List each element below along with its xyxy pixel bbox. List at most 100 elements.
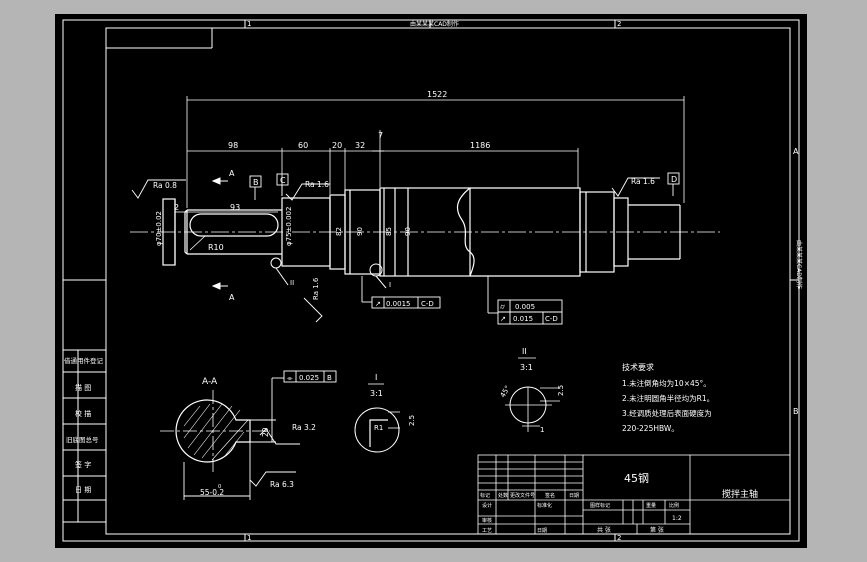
r10-leader	[189, 235, 206, 251]
material: 45钢	[624, 472, 649, 485]
detail-ii-dim-1: 1	[540, 426, 544, 434]
dim-top: 98	[228, 141, 238, 150]
dim-2: 2	[174, 203, 179, 212]
keyway	[189, 213, 279, 237]
detail-ii-view: II 3:1 45° 2.5 1	[499, 347, 565, 434]
left-column-table	[63, 279, 106, 523]
left-row-label: 描 图	[75, 383, 91, 392]
tol3-value: 0.015	[513, 315, 533, 323]
zone-number-1: 1	[247, 20, 251, 28]
detail-i-bottom: 3:1	[370, 389, 383, 398]
tech-requirements: 技术要求 1.未注倒角均为10×45°。 2.未注明圆角半径均为R1。 3.经调…	[622, 362, 714, 433]
stage-label: 图样标记	[590, 502, 610, 509]
dim-top: 1186	[470, 141, 490, 150]
section-arrows	[211, 177, 228, 290]
dim-93: 93	[230, 203, 240, 212]
zone-number-1-bottom: 1	[247, 534, 251, 542]
tech-item: 3.经调质处理后表面硬度为	[622, 408, 712, 418]
section-a-bottom: A	[229, 293, 235, 302]
left-row-label: 签 字	[75, 460, 91, 469]
datum-b: B	[253, 178, 259, 187]
tol2-value: 0.005	[515, 303, 535, 311]
datum-boxes	[249, 172, 680, 200]
dim-top: 32	[355, 141, 365, 150]
tol1-value: 0.0015	[386, 300, 411, 308]
col-label: 标记	[480, 492, 490, 499]
sym-value: 0.025	[299, 374, 319, 382]
col-label: 更改文件号	[510, 492, 535, 499]
row-label: 日期	[537, 528, 547, 534]
detail-i-profile	[369, 419, 388, 447]
dim-total: 1522	[427, 90, 447, 99]
rough-right: Ra 1.6	[631, 177, 655, 186]
left-row-label: 日 期	[75, 486, 91, 494]
rough-mid: Ra 1.6	[305, 180, 329, 189]
side-note: 由某某某CAD制作	[795, 240, 803, 289]
tech-item: 1.未注倒角均为10×45°。	[622, 378, 711, 388]
row-label: 工艺	[482, 528, 492, 534]
detail-i-r1: R1	[374, 424, 383, 432]
tol3-ref: C-D	[545, 315, 558, 323]
row-label: 审核	[482, 517, 492, 524]
zone-letter-b: B	[793, 407, 799, 416]
rough-a: Ra 3.2	[292, 423, 316, 432]
datum-d: D	[671, 175, 677, 184]
detail-i-circle	[354, 407, 400, 453]
section-outline	[175, 399, 251, 463]
detail-i-view: I 3:1 R1 2.5	[354, 373, 416, 453]
leader	[375, 275, 387, 289]
detail-i-top: I	[375, 373, 377, 382]
section-hatch	[183, 403, 249, 461]
dia-90a: 90	[356, 227, 364, 236]
sym-symbol: ⌯	[287, 374, 293, 382]
dim-55: 55-0.2	[200, 488, 224, 497]
section-a-top: A	[229, 169, 235, 178]
rough-left: Ra 0.8	[153, 181, 177, 190]
col-label: 日期	[569, 493, 579, 499]
sheet-label: 第 张	[650, 526, 664, 534]
detail-ii-label: II	[290, 279, 294, 287]
dim-top: 7	[378, 131, 383, 140]
dia-85: 85	[385, 227, 393, 236]
detail-ii-bottom: 3:1	[520, 363, 533, 372]
tol1-ref: C-D	[421, 300, 434, 308]
tolerance-frames	[361, 276, 563, 325]
r10-label: R10	[208, 243, 224, 252]
dim-top: 20	[332, 141, 342, 150]
dia-left: φ70±0.02	[155, 211, 163, 246]
detail-i-dim-text: 2.5	[408, 415, 416, 426]
tol-symbol: ↗	[500, 315, 506, 323]
row-label: 标准化	[537, 502, 552, 509]
dim-55-upper: 0	[218, 484, 221, 490]
sheet-label: 共 张	[597, 526, 611, 534]
part-name: 搅拌主轴	[722, 488, 758, 500]
roughness-symbols	[131, 177, 660, 323]
dim-top: 60	[298, 141, 308, 150]
section-title: A-A	[202, 377, 218, 387]
stage-label: 比例	[669, 502, 679, 509]
section-dims	[183, 370, 337, 500]
datum-c: C	[280, 176, 286, 185]
tol-symbol: ⌭	[500, 303, 505, 311]
scale: 1:2	[672, 515, 682, 522]
left-column-labels: 借通用件登记 描 图 校 描 旧底图总号 签 字 日 期	[64, 356, 104, 494]
dia-82: 82	[335, 227, 343, 236]
dia-90b: 90	[404, 227, 412, 236]
rough-b: Ra 6.3	[270, 480, 294, 489]
tech-item: 220-225HBW。	[622, 424, 679, 433]
title-block-grid	[477, 454, 791, 535]
row-label: 设计	[482, 502, 492, 509]
main-view: II I 1522 98 60 20 32 7 1186 93 2 R10 φ7…	[130, 90, 720, 325]
rough-vert: Ra 1.6	[312, 277, 320, 300]
col-label: 签名	[545, 492, 555, 499]
zone-letter-a: A	[793, 147, 799, 156]
detail-i-label: I	[389, 281, 391, 289]
zone-number-2: 2	[617, 20, 621, 28]
dia-mid: φ75±0.002	[285, 207, 293, 246]
tech-title: 技术要求	[622, 362, 654, 372]
top-note: 由某某某CAD制作	[410, 20, 459, 28]
dim-20: 20	[261, 427, 270, 437]
tech-item: 2.未注明圆角半径均为R1。	[622, 393, 714, 403]
col-label: 处数	[498, 492, 508, 499]
